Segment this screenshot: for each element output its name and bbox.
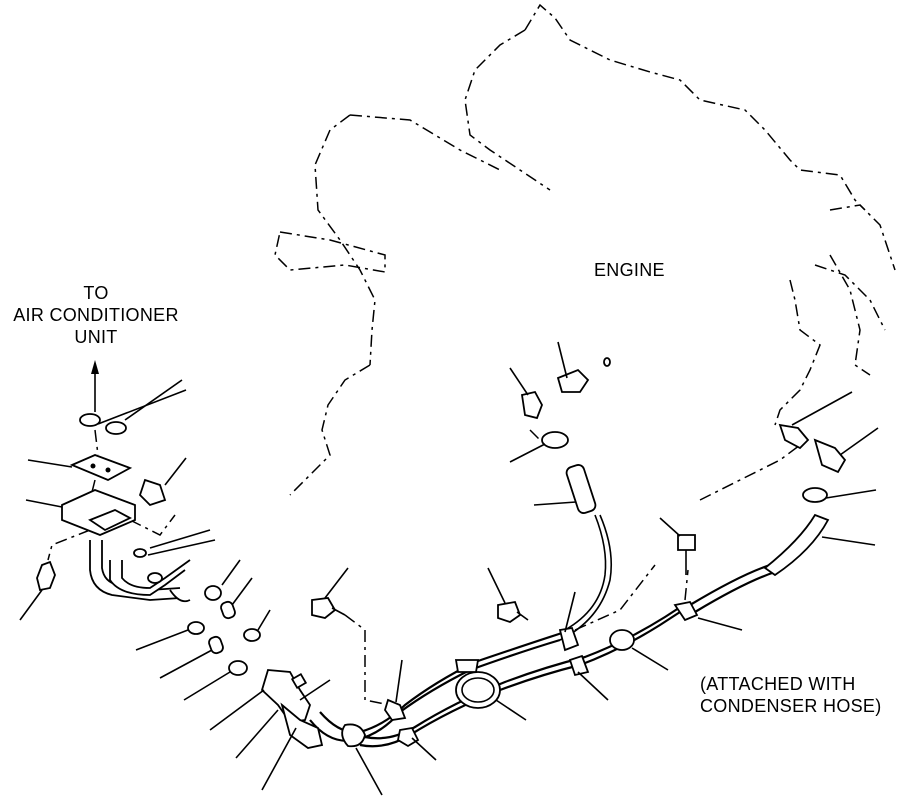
mid-left-small-parts	[187, 585, 324, 749]
to-ac-line-1: TO	[83, 283, 109, 303]
engine-outline	[274, 3, 896, 496]
to-ac-line-2: AIR CONDITIONER	[13, 305, 179, 325]
engine-label: ENGINE	[594, 260, 665, 280]
attached-with-condenser-hose-label: (ATTACHED WITH CONDENSER HOSE)	[700, 673, 882, 717]
left-hose-assembly	[36, 360, 191, 603]
engine-fittings	[311, 357, 847, 623]
attached-line-1: (ATTACHED WITH	[700, 674, 856, 694]
assembly-dashed-leaders	[47, 429, 801, 706]
to-air-conditioner-unit-label: TO AIR CONDITIONER UNIT	[2, 282, 190, 348]
hose-clamps	[341, 600, 699, 748]
callout-leader-lines	[19, 341, 879, 796]
attached-line-2: CONDENSER HOSE)	[700, 696, 882, 716]
to-ac-line-3: UNIT	[74, 327, 118, 347]
